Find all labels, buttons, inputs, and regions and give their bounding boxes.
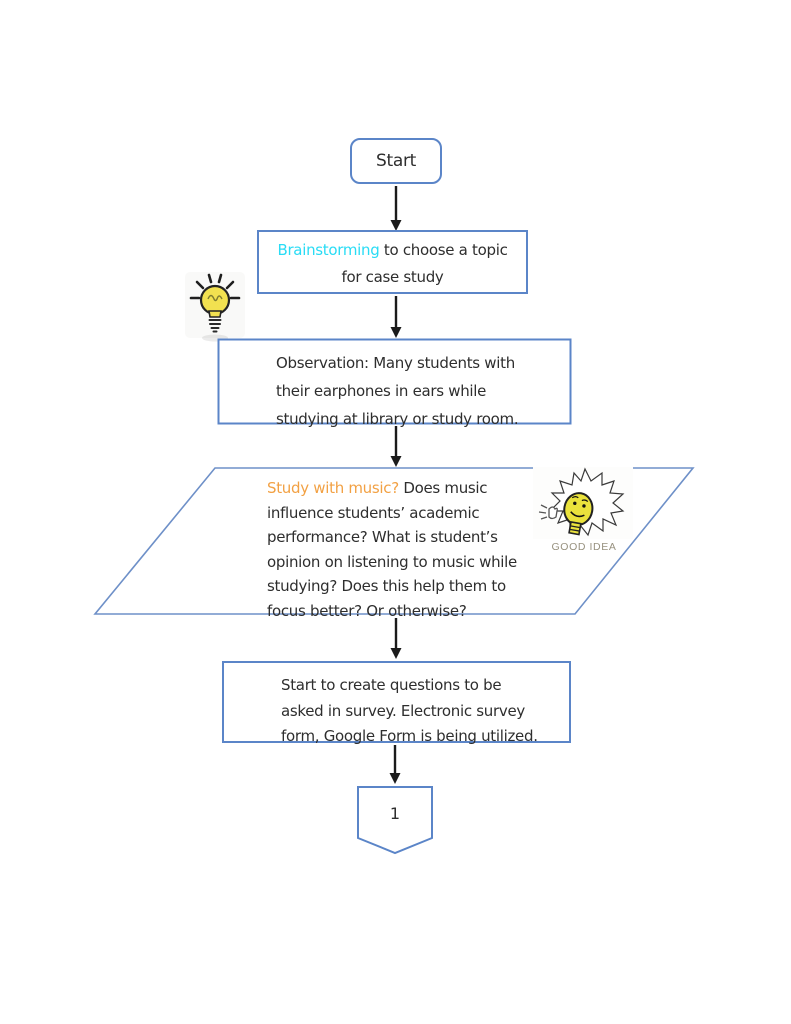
arrow-start-to-brainstorm bbox=[390, 186, 402, 231]
research-question-node-text: Study with music? Does music influence s… bbox=[267, 476, 517, 623]
arrow-brainstorm-to-observation bbox=[390, 296, 402, 338]
rq-line-6: focus better? Or otherwise? bbox=[267, 601, 467, 620]
rq-line-1: Study with music? Does music bbox=[267, 476, 517, 501]
observation-node-shape bbox=[217, 338, 572, 425]
survey-line-2: asked in survey. Electronic survey bbox=[281, 701, 525, 720]
survey-node-text: Start to create questions to be asked in… bbox=[281, 673, 538, 750]
survey-line-1: Start to create questions to be bbox=[281, 676, 502, 694]
smiling-bulb bbox=[563, 492, 594, 536]
brainstorm-line-1-rest: to choose a topic bbox=[379, 241, 508, 259]
arrow-question-to-survey bbox=[390, 618, 402, 659]
observation-line-3: studying at library or study room. bbox=[276, 410, 519, 428]
start-node-shape bbox=[350, 138, 442, 184]
brainstorm-node-shape bbox=[257, 230, 528, 294]
rq-line-1-rest: Does music bbox=[398, 479, 488, 497]
survey-node-shape bbox=[222, 661, 571, 743]
snapping-hand bbox=[538, 504, 558, 520]
rq-line-4: opinion on listening to music while bbox=[267, 552, 517, 571]
brainstorm-highlight: Brainstorming bbox=[277, 241, 380, 259]
rq-highlight: Study with music? bbox=[267, 479, 399, 497]
offpage-connector-shape bbox=[357, 786, 433, 855]
offpage-connector-label: 1 bbox=[389, 803, 401, 823]
arrow-survey-to-connector bbox=[389, 745, 401, 784]
brainstorm-line-1: Brainstorming to choose a topic bbox=[258, 237, 527, 264]
good-idea-caption: GOOD IDEA bbox=[551, 541, 617, 553]
arrow-observation-to-question bbox=[390, 426, 402, 467]
survey-line-3: form, Google Form is being utilized. bbox=[281, 727, 538, 745]
observation-line-2: their earphones in ears while bbox=[276, 382, 487, 400]
rq-line-5: studying? Does this help them to bbox=[267, 577, 506, 595]
lightbulb-icon bbox=[185, 272, 245, 342]
observation-node-text: Observation: Many students with their ea… bbox=[276, 349, 519, 433]
good-idea-icon bbox=[533, 467, 633, 539]
start-node-label: Start bbox=[375, 151, 417, 171]
observation-line-1: Observation: Many students with bbox=[276, 354, 515, 372]
rq-line-2: influence students’ academic bbox=[267, 503, 480, 522]
brainstorm-node-text: Brainstorming to choose a topic for case… bbox=[258, 237, 527, 291]
rq-line-3: performance? What is student’s bbox=[267, 528, 498, 546]
brainstorm-line-2: for case study bbox=[341, 268, 444, 286]
